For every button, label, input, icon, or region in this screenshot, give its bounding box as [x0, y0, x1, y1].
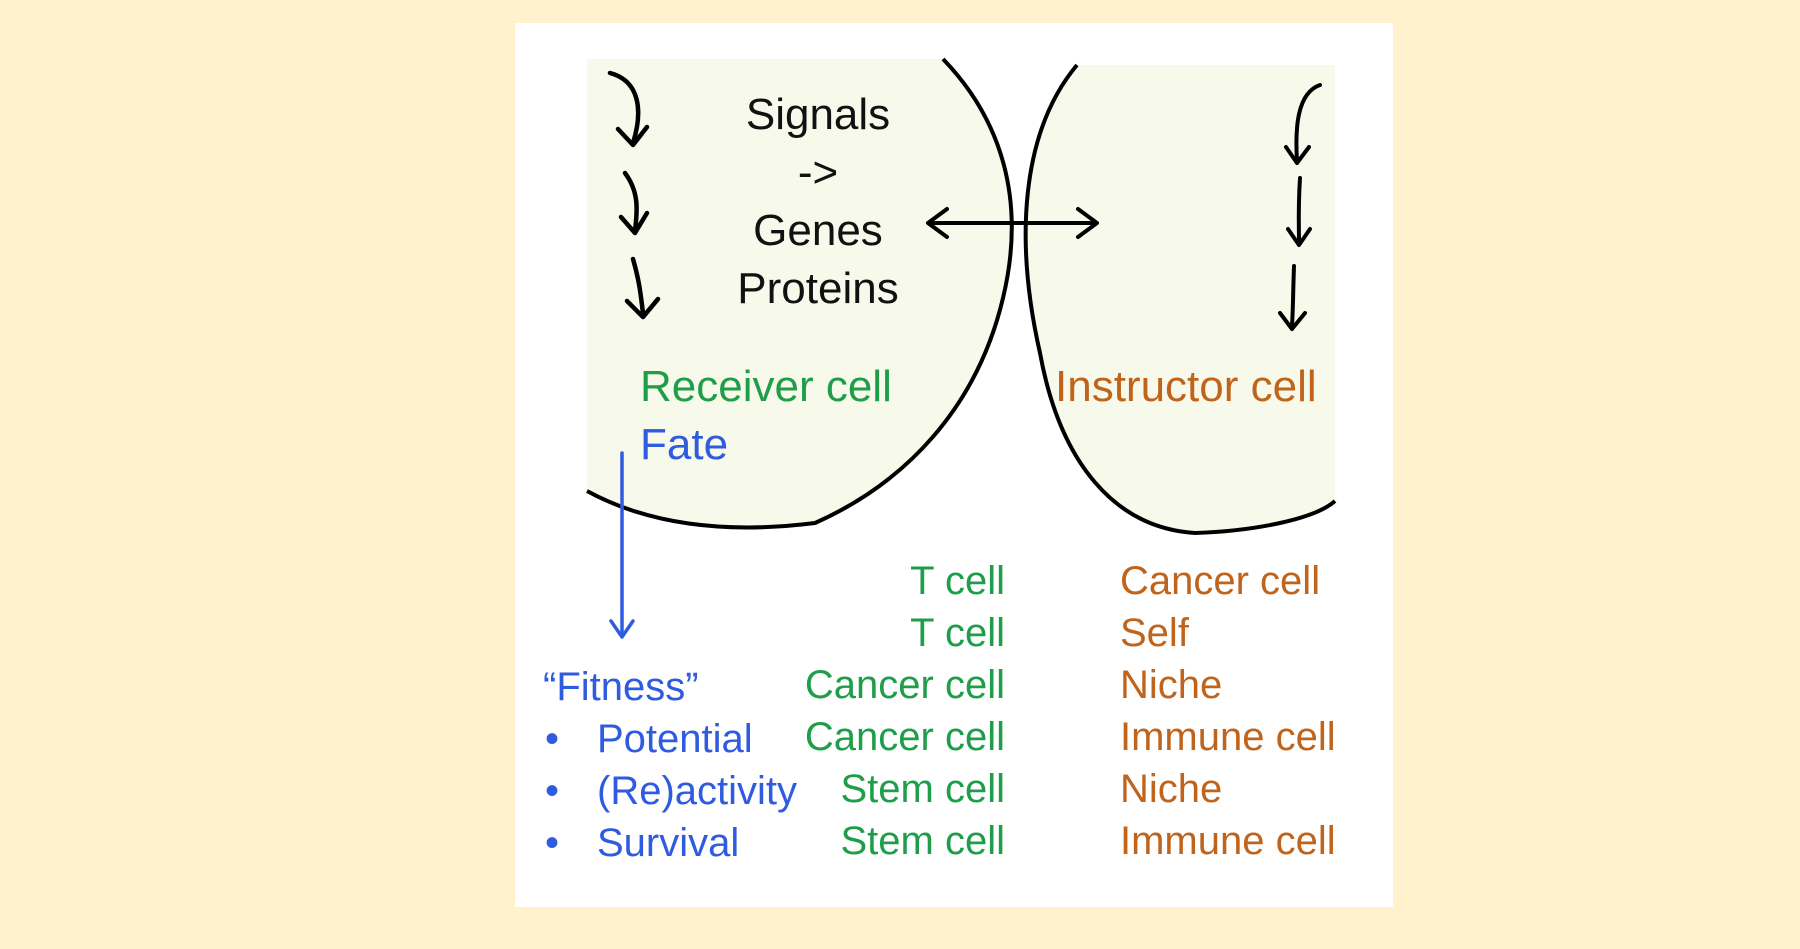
fate-arrow	[609, 451, 635, 639]
pair-instructor-label: Immune cell	[1120, 819, 1336, 863]
pair-receiver-label: Stem cell	[840, 819, 1006, 863]
receiver-cell-outline	[586, 57, 1014, 530]
pair-receiver-label: T cell	[910, 611, 1005, 655]
pair-receiver-label: Stem cell	[840, 767, 1006, 811]
proteins-label: Proteins	[737, 264, 899, 313]
pair-instructor-label: Niche	[1120, 767, 1223, 811]
receiver-signal-arrows	[607, 70, 661, 320]
pair-instructor-label: Self	[1120, 611, 1189, 655]
instructor-cell-label: Instructor cell	[1055, 362, 1317, 411]
bullet-icon: •	[545, 821, 560, 865]
receiver-cell-label: Receiver cell	[640, 362, 892, 411]
pair-receiver-label: Cancer cell	[804, 663, 1005, 707]
fitness-title: “Fitness”	[543, 665, 699, 709]
fate-label: Fate	[640, 420, 729, 469]
pair-instructor-label: Niche	[1120, 663, 1223, 707]
bullet-icon: •	[545, 717, 560, 761]
bullet-icon: •	[545, 769, 560, 813]
arrow-label: ->	[797, 148, 839, 197]
genes-label: Genes	[753, 206, 883, 255]
fitness-item-label: (Re)activity	[597, 769, 798, 813]
pair-instructor-label: Cancer cell	[1120, 559, 1321, 603]
signals-label: Signals	[745, 90, 891, 139]
pair-receiver-label: T cell	[910, 559, 1005, 603]
exchange-arrow	[926, 207, 1099, 239]
pair-receiver-label: Cancer cell	[804, 715, 1005, 759]
pair-instructor-label: Immune cell	[1120, 715, 1336, 759]
fitness-item-label: Potential	[597, 717, 753, 761]
instructor-cell-outline	[1023, 63, 1337, 536]
instructor-signal-arrows	[1278, 83, 1322, 331]
diagram-panel: Signals -> Genes Proteins Receiver cell …	[515, 23, 1393, 907]
diagram-graphics	[586, 57, 1337, 639]
receiver-cell-shape	[587, 59, 1012, 528]
instructor-cell-shape	[1025, 65, 1335, 533]
fitness-item-label: Survival	[597, 821, 740, 865]
